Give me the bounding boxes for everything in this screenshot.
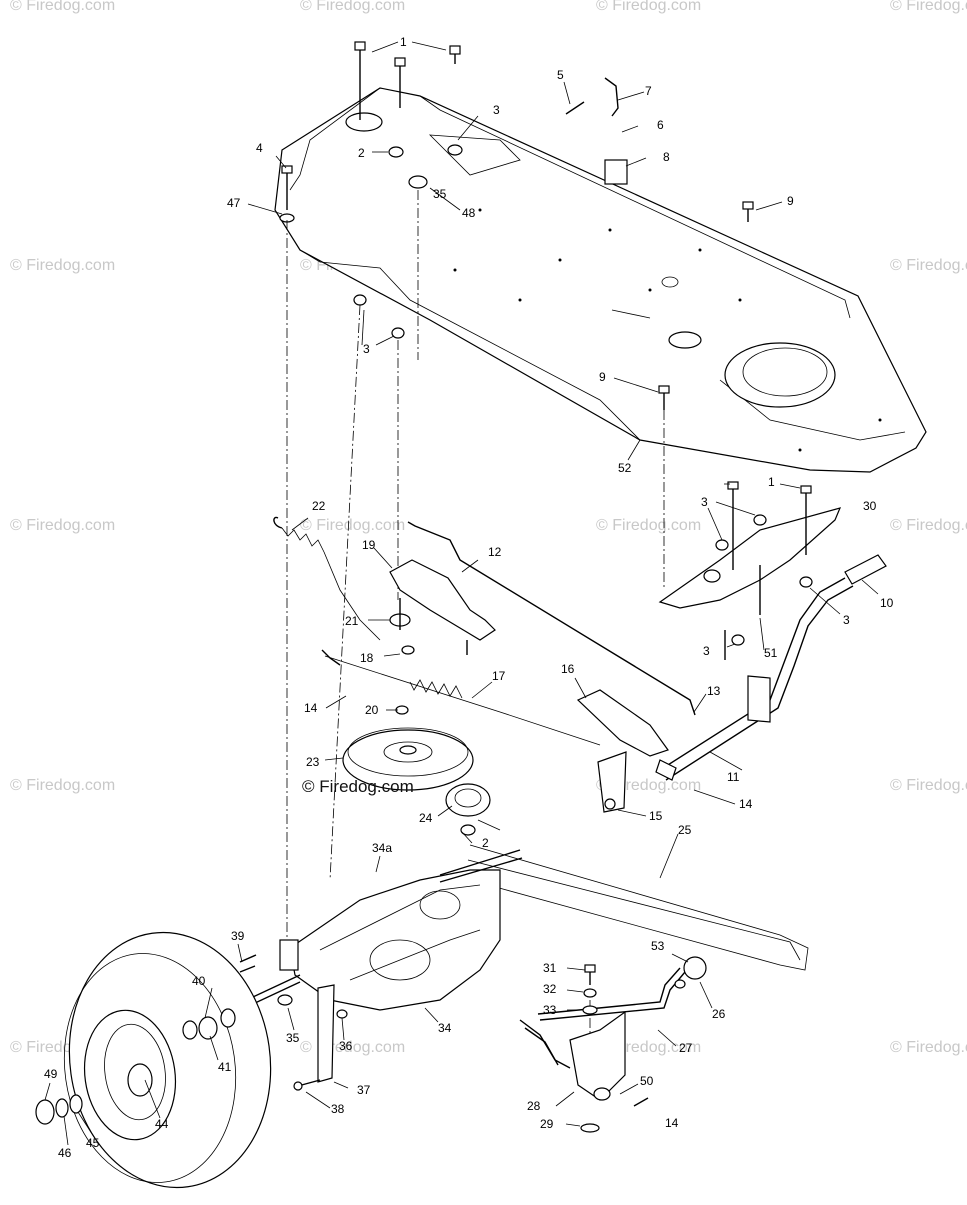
- callout-23: 23: [306, 755, 320, 769]
- callout-1: 1: [400, 35, 407, 49]
- callout-50: 50: [640, 1074, 654, 1088]
- callout-9: 9: [599, 370, 606, 384]
- callout-10: 10: [880, 596, 894, 610]
- callout-44: 44: [155, 1117, 169, 1131]
- callout-9: 9: [787, 194, 794, 208]
- callout-47: 47: [227, 196, 241, 210]
- callout-34a: 34a: [372, 841, 392, 855]
- callout-39: 39: [231, 929, 245, 943]
- watermark: © Firedog.com: [890, 777, 967, 794]
- callout-35: 35: [286, 1031, 300, 1045]
- leader-lines: [44, 41, 879, 1146]
- callout-38: 38: [331, 1102, 345, 1116]
- callout-5: 5: [557, 68, 564, 82]
- callout-18: 18: [360, 651, 374, 665]
- watermark: © Firedog.com: [10, 517, 115, 534]
- watermark: © Firedog.com: [300, 517, 405, 534]
- watermark: © Firedog.com: [10, 257, 115, 274]
- callout-14: 14: [739, 797, 753, 811]
- watermark: © Firedog.com: [10, 0, 115, 14]
- callout-3: 3: [701, 495, 708, 509]
- watermark: © Firedog.com: [300, 0, 405, 14]
- callout-11: 11: [727, 770, 740, 784]
- callout-32: 32: [543, 982, 557, 996]
- callout-35: 35: [433, 187, 447, 201]
- idler-bracket: [389, 559, 496, 655]
- callout-27: 27: [679, 1041, 693, 1055]
- callout-37: 37: [357, 1083, 371, 1097]
- callout-7: 7: [645, 84, 652, 98]
- callout-53: 53: [651, 939, 665, 953]
- callout-20: 20: [365, 703, 379, 717]
- callout-3: 3: [363, 342, 370, 356]
- callout-3: 3: [703, 644, 710, 658]
- callout-4: 4: [256, 141, 263, 155]
- callout-15: 15: [649, 809, 663, 823]
- callout-2: 2: [482, 836, 489, 850]
- callout-14: 14: [665, 1116, 679, 1130]
- callout-12: 12: [488, 545, 502, 559]
- idler-spring: [273, 516, 381, 641]
- callout-46: 46: [58, 1146, 72, 1160]
- callout-41: 41: [218, 1060, 232, 1074]
- watermark: © Firedog.com: [596, 0, 701, 14]
- callout-17: 17: [492, 669, 506, 683]
- center-watermark: © Firedog.com: [302, 777, 414, 796]
- callout-29: 29: [540, 1117, 554, 1131]
- callout-28: 28: [527, 1099, 541, 1113]
- watermark: © Firedog.com: [10, 777, 115, 794]
- watermark: © Firedog.com: [890, 0, 967, 14]
- callout-36: 36: [339, 1039, 353, 1053]
- callout-14: 14: [304, 701, 318, 715]
- callout-45: 45: [86, 1136, 100, 1150]
- callout-13: 13: [707, 684, 721, 698]
- callout-1: 1: [768, 475, 775, 489]
- watermark: © Firedog.com: [890, 1039, 967, 1056]
- callout-52: 52: [618, 461, 632, 475]
- rear-wheel: [35, 931, 272, 1189]
- shift-bracket-assembly: [655, 481, 887, 781]
- tension-spring: [409, 679, 463, 699]
- watermark: © Firedog.com: [890, 257, 967, 274]
- watermark: © Firedog.com: [596, 517, 701, 534]
- chassis-frame: [274, 87, 927, 473]
- callout-30: 30: [863, 499, 877, 513]
- callout-21: 21: [345, 614, 359, 628]
- idler-pulley: [445, 783, 491, 836]
- linkage-rods: [321, 521, 809, 971]
- drive-pulley: [342, 705, 474, 791]
- watermark: © Firedog.com: [300, 1039, 405, 1056]
- callout-31: 31: [543, 961, 557, 975]
- watermark: © Firedog.com: [890, 517, 967, 534]
- callout-19: 19: [362, 538, 376, 552]
- brake-assembly: [519, 956, 707, 1133]
- callout-48: 48: [462, 206, 476, 220]
- callout-labels: 1 1 2 2 3 3 3 3 3 4 5 6 7 8 9 9 10 11 12…: [44, 35, 894, 1160]
- frame-fasteners: [279, 41, 754, 410]
- callout-26: 26: [712, 1007, 726, 1021]
- callout-8: 8: [663, 150, 670, 164]
- callout-34: 34: [438, 1021, 452, 1035]
- clutch-bracket: [576, 689, 669, 757]
- callout-3: 3: [843, 613, 850, 627]
- callout-25: 25: [678, 823, 692, 837]
- callout-24: 24: [419, 811, 433, 825]
- callout-3: 3: [493, 103, 500, 117]
- callout-2: 2: [358, 146, 365, 160]
- callout-16: 16: [561, 662, 575, 676]
- callout-6: 6: [657, 118, 664, 132]
- callout-51: 51: [764, 646, 778, 660]
- callout-40: 40: [192, 974, 206, 988]
- callout-33: 33: [543, 1003, 557, 1017]
- callout-49: 49: [44, 1067, 58, 1081]
- brake-bracket: [597, 751, 627, 813]
- callout-22: 22: [312, 499, 326, 513]
